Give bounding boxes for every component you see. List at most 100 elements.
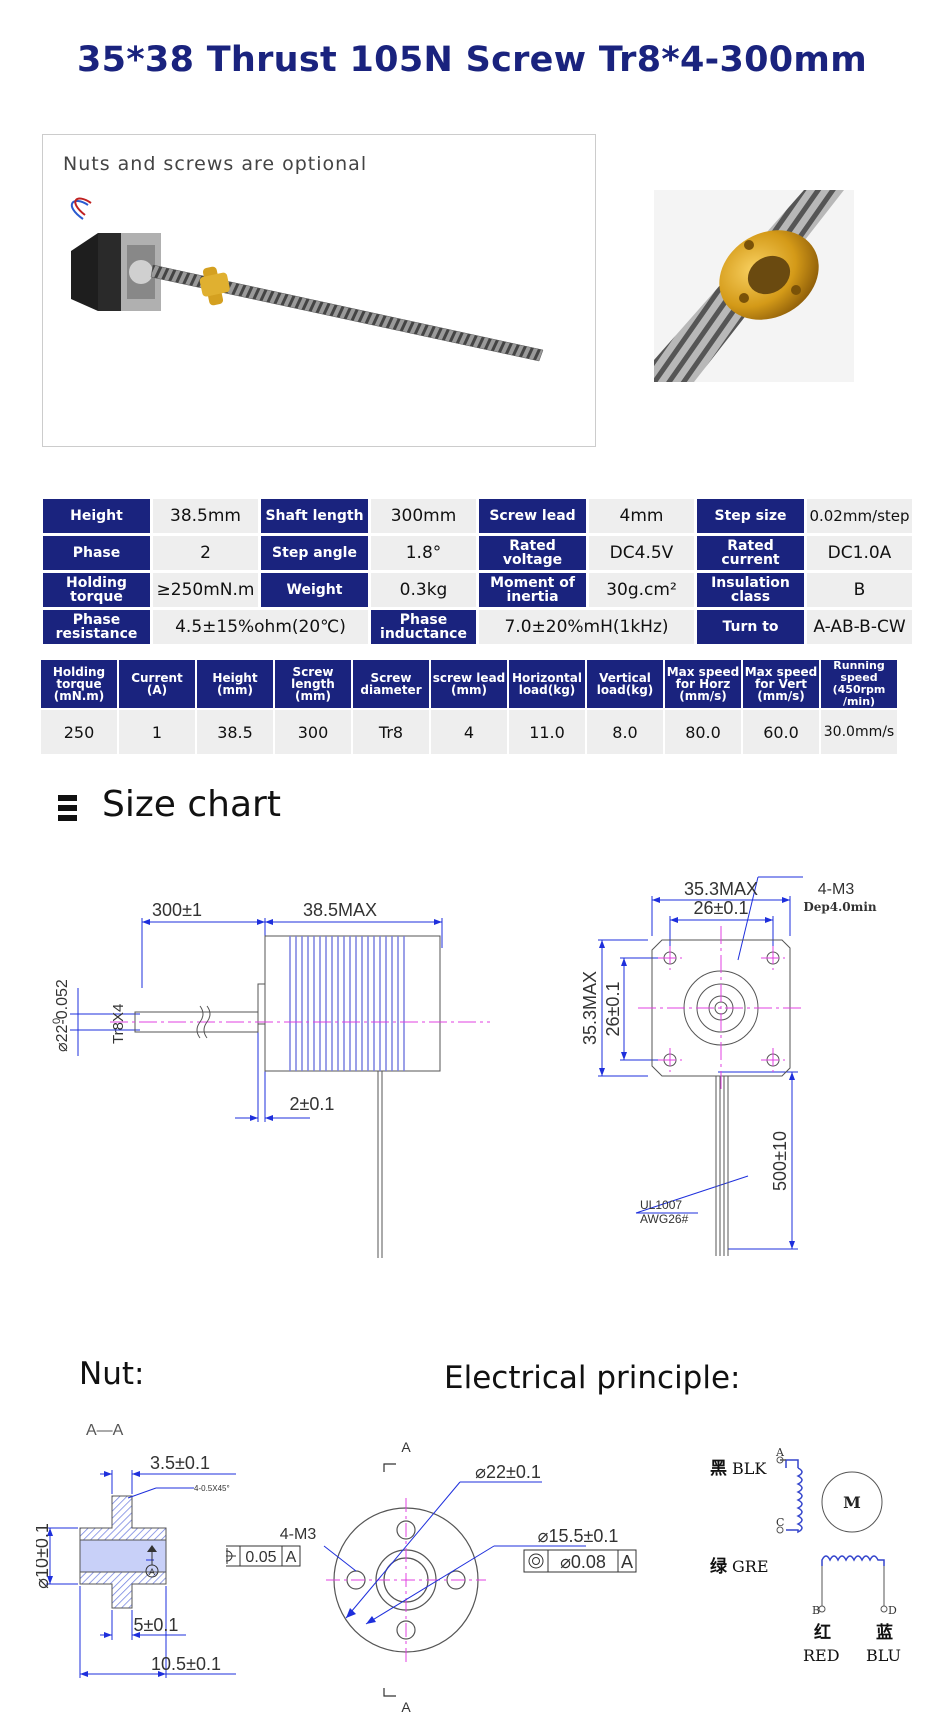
wire-spec-ul: UL1007 [640,1198,682,1212]
perf-value: 60.0 [743,710,819,754]
brass-nut-image [654,190,854,382]
dim-nut-hub: 5±0.1 [134,1615,179,1635]
perf-header: Horizontal load(kg) [509,660,585,708]
perf-header: Screw diameter [353,660,429,708]
spec-label-insulation-class: Insulation class [697,573,804,607]
cut-mark-bottom: A [401,1699,411,1715]
perf-value: 250 [41,710,117,754]
spec-value-phase-resistance: 4.5±15%ohm(20℃) [153,610,368,644]
stepper-motor-image [70,197,544,362]
spec-label-phase: Phase [43,536,150,570]
perf-header: Running speed (450rpm /min) [821,660,897,708]
nut-top-view-drawing: A A 4-M3 0.05 A ⌀22±0.1 ⌀15.5±0.1 ⌀0.08 … [226,1439,637,1715]
dim-nut-pitch-circle: ⌀15.5±0.1 [538,1526,619,1546]
spec-value-rated-voltage: DC4.5V [589,536,694,570]
perf-header: screw lead (mm) [431,660,507,708]
perf-header: Vertical load(kg) [587,660,663,708]
perf-header: Current (A) [119,660,195,708]
spec-label-phase-inductance: Phase inductance [371,610,476,644]
dim-front-max-vertical: 35.3MAX [580,971,600,1045]
menu-bars-icon [58,795,77,825]
spec-label-screw-lead: Screw lead [479,499,586,533]
spec-value-insulation-class: B [807,573,912,607]
spec-label-turn-to: Turn to [697,610,804,644]
electrical-title: Electrical principle: [444,1360,741,1396]
perf-value: 30.0mm/s [821,710,897,754]
wire-green-label: GRE [732,1557,769,1576]
cut-mark-top: A [401,1439,411,1455]
tol-concentricity-ref: A [621,1552,633,1572]
dim-shaft-diameter-tolerance: 0 [51,1018,63,1024]
motor-front-view-drawing: 35.3MAX 26±0.1 4-M3 Dep4.0min 35.3MAX 26… [580,876,877,1256]
dim-shaft-diameter: ⌀22-0.052 [54,979,71,1052]
photo-caption: Nuts and screws are optional [63,153,368,175]
spec-label-rated-current: Rated current [697,536,804,570]
spec-value-screw-lead: 4mm [589,499,694,533]
dim-nut-outer-diameter: ⌀22±0.1 [475,1462,541,1482]
spec-label-moment-of-inertia: Moment of inertia [479,573,586,607]
spec-value-shaft-length: 300mm [371,499,476,533]
datum-a: A [149,1567,155,1577]
wire-blue-cn: 蓝 [876,1623,893,1643]
spec-value-moment-of-inertia: 30g.cm² [589,573,694,607]
perf-value: 300 [275,710,351,754]
wire-black-label: BLK [732,1459,767,1478]
pin-c: C [776,1516,784,1529]
nut-title: Nut: [79,1356,145,1392]
nut-section-drawing: A—A A 3.5±0.1 4-0.5X45° ⌀10±0.1 5±0.1 10… [36,1422,236,1678]
perf-value: 80.0 [665,710,741,754]
spec-label-shaft-length: Shaft length [261,499,368,533]
perf-value: 8.0 [587,710,663,754]
spec-label-rated-voltage: Rated voltage [479,536,586,570]
performance-value-row: 250 1 38.5 300 Tr8 4 11.0 8.0 80.0 60.0 … [41,710,897,754]
dim-nut-chamfer: 4-0.5X45° [194,1484,230,1493]
perf-header: Screw length (mm) [275,660,351,708]
dim-nut-bore: ⌀10±0.1 [36,1523,52,1589]
spec-value-height: 38.5mm [153,499,258,533]
pin-b: B [812,1604,820,1617]
dim-tapped-holes: 4-M3 [818,881,855,898]
wire-green-cn: 绿 [710,1556,728,1577]
spec-value-step-size: 0.02mm/step [807,499,912,533]
spec-value-phase-inductance: 7.0±20%mH(1kHz) [479,610,694,644]
wire-black-cn: 黑 [710,1459,727,1479]
perf-value: Tr8 [353,710,429,754]
spec-label-phase-resistance: Phase resistance [43,610,150,644]
page-title: 35*38 Thrust 105N Screw Tr8*4-300mm [77,40,867,80]
spec-table: Height 38.5mm Shaft length 300mm Screw l… [40,496,915,647]
dim-body-length: 38.5MAX [303,900,377,920]
dim-nut-tapped-holes: 4-M3 [280,1526,317,1543]
spec-value-turn-to: A-AB-B-CW [807,610,912,644]
spec-value-step-angle: 1.8° [371,536,476,570]
dim-nut-length: 10.5±0.1 [151,1654,221,1674]
perf-header: Max speed for Vert (mm/s) [743,660,819,708]
section-label: A—A [86,1422,124,1439]
perf-value: 38.5 [197,710,273,754]
dim-front-hole-spacing: 26±0.1 [694,898,749,918]
performance-header-row: Holding torque (mN.m) Current (A) Height… [41,660,897,708]
dim-front-hole-vertical: 26±0.1 [603,982,623,1037]
dim-front-max: 35.3MAX [684,879,758,899]
spec-label-step-size: Step size [697,499,804,533]
spec-value-rated-current: DC1.0A [807,536,912,570]
motor-symbol: M [843,1493,861,1512]
tol-position-ref: A [286,1549,297,1566]
wire-spec-awg: AWG26# [640,1212,689,1226]
dim-shaft-length: 300±1 [152,900,202,920]
performance-table: Holding torque (mN.m) Current (A) Height… [39,658,899,756]
dim-thread: Tr8X4 [110,1004,127,1044]
spec-row: Holding torque ≥250mN.m Weight 0.3kg Mom… [43,573,912,607]
wire-red-label: RED [803,1646,840,1665]
motor-photo: Nuts and screws are optional [42,134,596,447]
spec-value-weight: 0.3kg [371,573,476,607]
wire-red-cn: 红 [814,1622,831,1643]
concentricity-icon [528,1553,544,1569]
perf-header: Max speed for Horz (mm/s) [665,660,741,708]
spec-row: Phase 2 Step angle 1.8° Rated voltage DC… [43,536,912,570]
perf-header: Holding torque (mN.m) [41,660,117,708]
dim-hole-depth: Dep4.0min [803,900,877,914]
tol-concentricity: ⌀0.08 [560,1552,606,1572]
tol-position: 0.05 [245,1549,276,1566]
motor-side-view-drawing: 300±1 38.5MAX ⌀22-0.052 0 Tr8X4 2±0.1 [51,900,490,1258]
spec-label-step-angle: Step angle [261,536,368,570]
